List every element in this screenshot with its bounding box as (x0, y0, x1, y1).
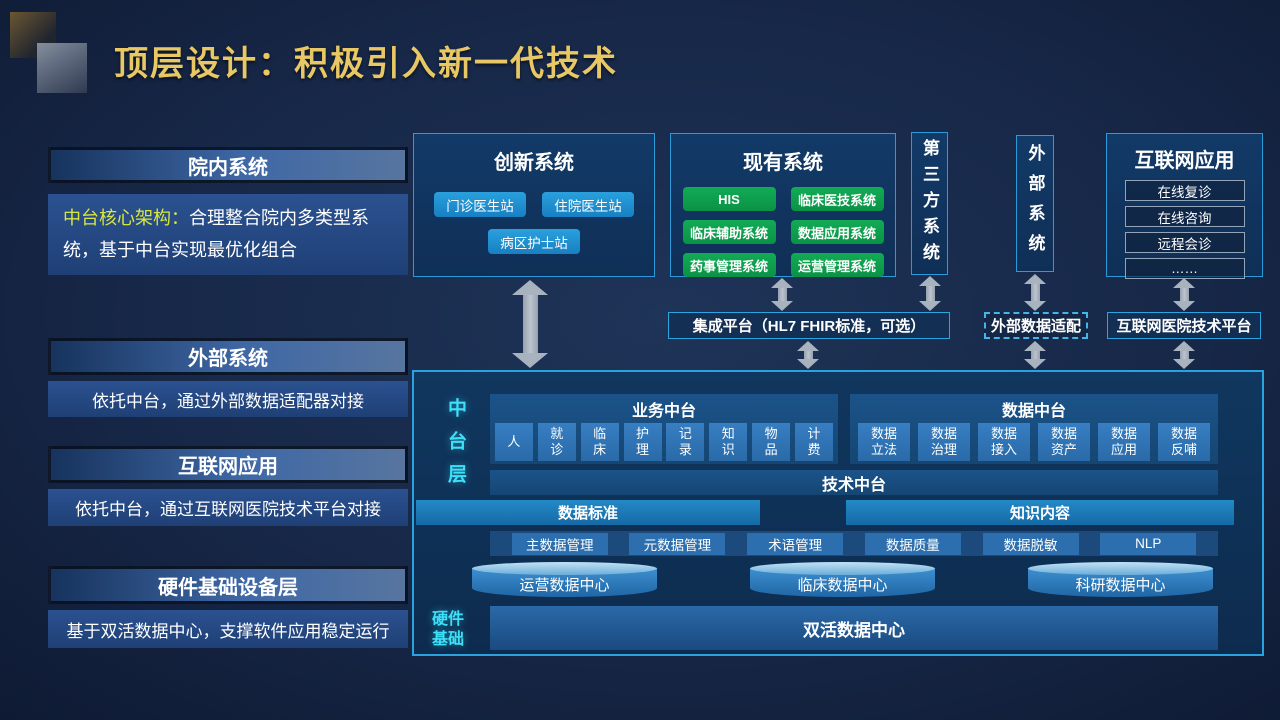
research-data-center-cylinder: 科研数据中心 (1028, 562, 1213, 597)
data-tool-node: 主数据管理 (511, 532, 608, 555)
arrow-inetplatform-to-platform (1173, 341, 1195, 369)
sidebar-lead-text: 中台核心架构： (63, 208, 189, 228)
existing-systems-title: 现有系统 (743, 152, 823, 174)
data-tool-node: 元数据管理 (629, 532, 726, 555)
internet-apps-list: 在线复诊在线咨询远程会诊 …… (1124, 175, 1245, 279)
internet-apps-title: 互联网应用 (1134, 150, 1235, 172)
data-domain-cell: 数据 立法 (858, 423, 910, 461)
business-domain-cell: 物 品 (752, 423, 791, 461)
arrow-integration-to-platform (797, 341, 819, 369)
business-domain-cell: 计 费 (795, 423, 833, 461)
data-domain-cell: 数据 治理 (918, 423, 970, 461)
arrow-innovation-to-platform (512, 280, 548, 368)
internet-hospital-platform-box: 互联网医院技术平台 (1107, 312, 1261, 339)
external-data-adapter-box: 外部数据适配 (984, 312, 1088, 339)
existing-systems-box: 现有系统 HIS 临床医技系统临床辅助系统数据应用系统药事管理系统运营管理系统 (670, 133, 896, 277)
technology-middle-platform-bar: 技术中台 (490, 470, 1218, 495)
cylinder-top (472, 562, 657, 575)
node-ward-nurse-station: 病区护士站 (488, 229, 580, 254)
sidebar-header-hardware-layer: 硬件基础设备层 (48, 566, 408, 604)
data-tools-strip: 主数据管理元数据管理术语管理数据质量数据脱敏 NLP (490, 531, 1218, 556)
business-middle-platform-title: 业务中台 (631, 403, 696, 420)
existing-systems-grid: HIS 临床医技系统临床辅助系统数据应用系统药事管理系统运营管理系统 (682, 187, 884, 277)
innovation-row-1: 门诊医生站 住院医生站 (434, 192, 634, 217)
data-tool-node: 数据脱敏 (982, 532, 1079, 555)
internet-app-node: 在线复诊 (1124, 180, 1245, 201)
third-party-systems-label: 第三方系统 (920, 138, 939, 269)
node-outpatient-doctor-station: 门诊医生站 (434, 192, 526, 217)
data-standard-bar: 数据标准 (416, 500, 760, 525)
page-title: 顶层设计：积极引入新一代技术 (114, 45, 618, 83)
sidebar-body-hardware-layer: 基于双活数据中心，支撑软件应用稳定运行 (48, 610, 408, 648)
existing-system-node: 数据应用系统 (790, 220, 884, 244)
arrow-external-to-adapter (1024, 274, 1046, 311)
data-domain-cell: 数据 反哺 (1158, 423, 1210, 461)
data-middle-platform-title: 数据中台 (1001, 403, 1066, 420)
internet-app-node: 远程会诊 (1124, 232, 1245, 253)
data-tool-node: 数据质量 (864, 532, 961, 555)
data-domain-cell: 数据 应用 (1098, 423, 1150, 461)
clinical-data-center-cylinder: 临床数据中心 (750, 562, 935, 597)
sidebar-body-internet-apps: 依托中台，通过互联网医院技术平台对接 (48, 489, 408, 526)
internet-app-node: …… (1124, 258, 1245, 279)
sidebar-body-text: 合理整合院内多类型系统，基于中台实现最优化组合 (63, 208, 369, 261)
internet-apps-box: 互联网应用 在线复诊在线咨询远程会诊 …… (1106, 133, 1263, 279)
external-systems-label: 外部系统 (1025, 143, 1045, 264)
business-domain-cell: 护 理 (623, 423, 662, 461)
data-tool-node: NLP (1100, 532, 1197, 555)
middle-platform-layer-label: 中台层 (445, 398, 466, 497)
internet-app-node: 在线咨询 (1124, 206, 1245, 227)
cylinder-top (750, 562, 935, 575)
cylinder-top (1028, 562, 1213, 575)
ops-data-center-cylinder: 运营数据中心 (472, 562, 657, 597)
arrow-internetapps-to-inetplatform (1173, 278, 1195, 311)
business-items: 人就 诊临 床护 理记 录知 识物 品计 费 (490, 423, 838, 461)
sidebar-header-internet-apps: 互联网应用 (48, 446, 408, 483)
sidebar-header-external-systems: 外部系统 (48, 338, 408, 375)
business-domain-cell: 知 识 (709, 423, 748, 461)
innovation-row-2: 病区护士站 (488, 229, 580, 254)
data-items: 数据 立法数据 治理数据 接入数据 资产数据 应用数据 反哺 (850, 423, 1218, 461)
existing-system-node: 临床辅助系统 (682, 220, 776, 244)
data-domain-cell: 数据 接入 (978, 423, 1030, 461)
external-systems-box: 外部系统 (1016, 135, 1054, 272)
node-inpatient-doctor-station: 住院医生站 (542, 192, 634, 217)
existing-system-node: 药事管理系统 (682, 253, 776, 277)
integration-platform-box: 集成平台（HL7 FHIR标准，可选） (668, 312, 950, 339)
middle-platform-box: 中台层 业务中台 人就 诊临 床护 理记 录知 识物 品计 费 数据中台 数据 … (412, 370, 1264, 656)
dual-active-data-center-bar: 双活数据中心 (490, 606, 1218, 650)
data-middle-platform-panel: 数据中台 数据 立法数据 治理数据 接入数据 资产数据 应用数据 反哺 (850, 394, 1218, 464)
arrow-existing-to-integration (771, 278, 793, 311)
sidebar-body-external-systems: 依托中台，通过外部数据适配器对接 (48, 381, 408, 417)
data-domain-cell: 数据 资产 (1038, 423, 1090, 461)
existing-system-node: 运营管理系统 (790, 253, 884, 277)
sidebar-body-hospital-systems: 中台核心架构：合理整合院内多类型系统，基于中台实现最优化组合 (48, 194, 408, 275)
sidebar-header-hospital-systems: 院内系统 (48, 147, 408, 183)
existing-system-node: 临床医技系统 (790, 187, 884, 211)
third-party-systems-box: 第三方系统 (911, 132, 948, 275)
business-domain-cell: 记 录 (666, 423, 705, 461)
business-domain-cell: 就 诊 (537, 423, 576, 461)
business-middle-platform-panel: 业务中台 人就 诊临 床护 理记 录知 识物 品计 费 (490, 394, 838, 464)
innovation-systems-box: 创新系统 门诊医生站 住院医生站 病区护士站 (413, 133, 655, 277)
business-domain-cell: 人 (494, 423, 533, 461)
knowledge-content-bar: 知识内容 (846, 500, 1234, 525)
innovation-systems-title: 创新系统 (494, 152, 574, 174)
existing-system-node: HIS (682, 187, 776, 211)
decorative-square (37, 43, 87, 93)
arrow-thirdparty-to-integration (919, 276, 941, 311)
data-tool-node: 术语管理 (747, 532, 844, 555)
business-domain-cell: 临 床 (580, 423, 619, 461)
arrow-adapter-to-platform (1024, 341, 1046, 369)
data-centers: 运营数据中心 临床数据中心 科研数据中心 (414, 562, 1266, 606)
hardware-foundation-label: 硬件 基础 (432, 611, 465, 648)
